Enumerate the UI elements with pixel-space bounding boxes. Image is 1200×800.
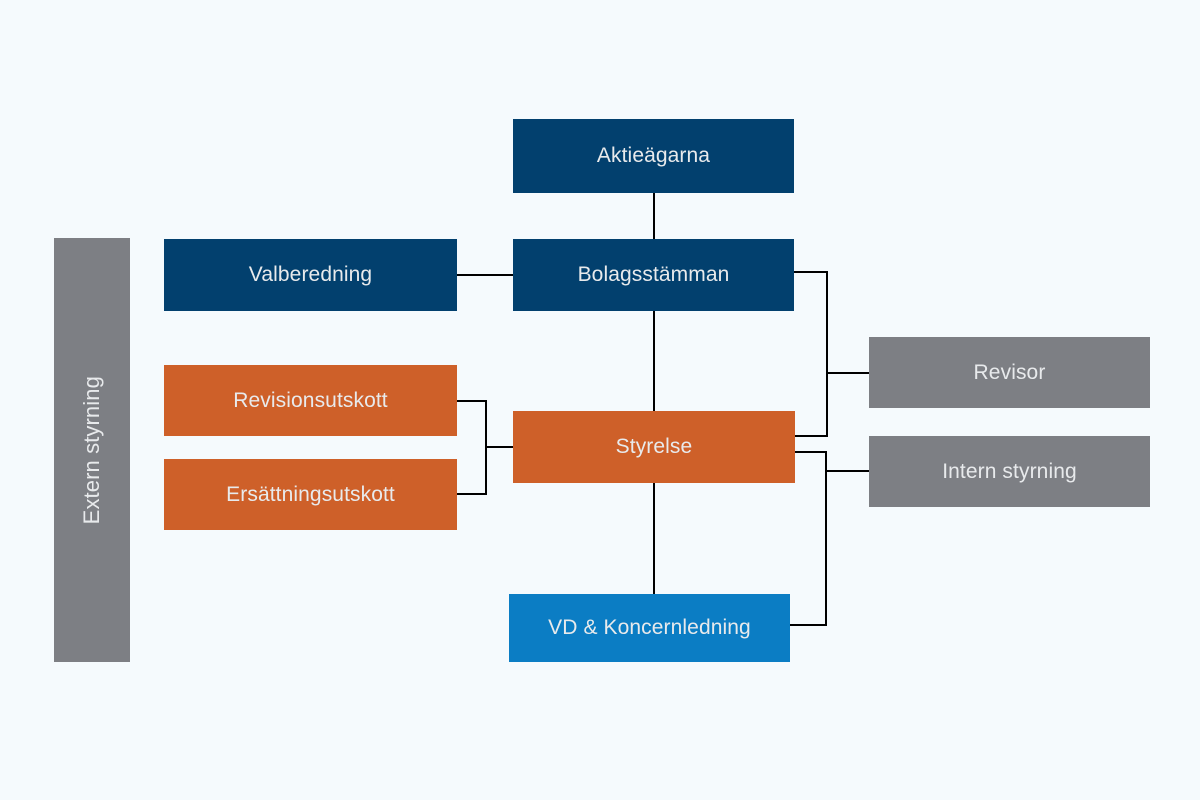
node-ersattningsutskott-label: Ersättningsutskott <box>226 482 395 506</box>
sidebar-label: Extern styrning <box>78 375 104 525</box>
node-revisionsutskott-label: Revisionsutskott <box>233 388 388 412</box>
node-bolagsstamman[interactable]: Bolagsstämman <box>513 239 794 311</box>
edge-right-bracket-revisor <box>794 270 869 438</box>
node-bolagsstamman-label: Bolagsstämman <box>577 263 730 287</box>
node-valberedning-label: Valberedning <box>248 263 373 287</box>
node-intern-styrning[interactable]: Intern styrning <box>869 436 1150 507</box>
node-valberedning[interactable]: Valberedning <box>164 239 457 311</box>
node-revisionsutskott[interactable]: Revisionsutskott <box>164 365 457 436</box>
node-styrelse-label: Styrelse <box>615 435 693 459</box>
node-styrelse[interactable]: Styrelse <box>513 411 795 483</box>
node-aktieagarna-label: Aktieägarna <box>596 144 711 168</box>
node-vd-koncernledning[interactable]: VD & Koncernledning <box>509 594 790 662</box>
edge-committees-styrelse <box>457 399 513 496</box>
sidebar-extern-styrning: Extern styrning <box>54 238 130 662</box>
edge-right-bracket-intern-vd <box>790 450 869 627</box>
node-vd-koncernledning-label: VD & Koncernledning <box>548 616 751 640</box>
node-intern-styrning-label: Intern styrning <box>942 459 1077 483</box>
node-revisor-label: Revisor <box>973 360 1046 384</box>
node-revisor[interactable]: Revisor <box>869 337 1150 408</box>
node-aktieagarna[interactable]: Aktieägarna <box>513 119 794 193</box>
node-ersattningsutskott[interactable]: Ersättningsutskott <box>164 459 457 530</box>
